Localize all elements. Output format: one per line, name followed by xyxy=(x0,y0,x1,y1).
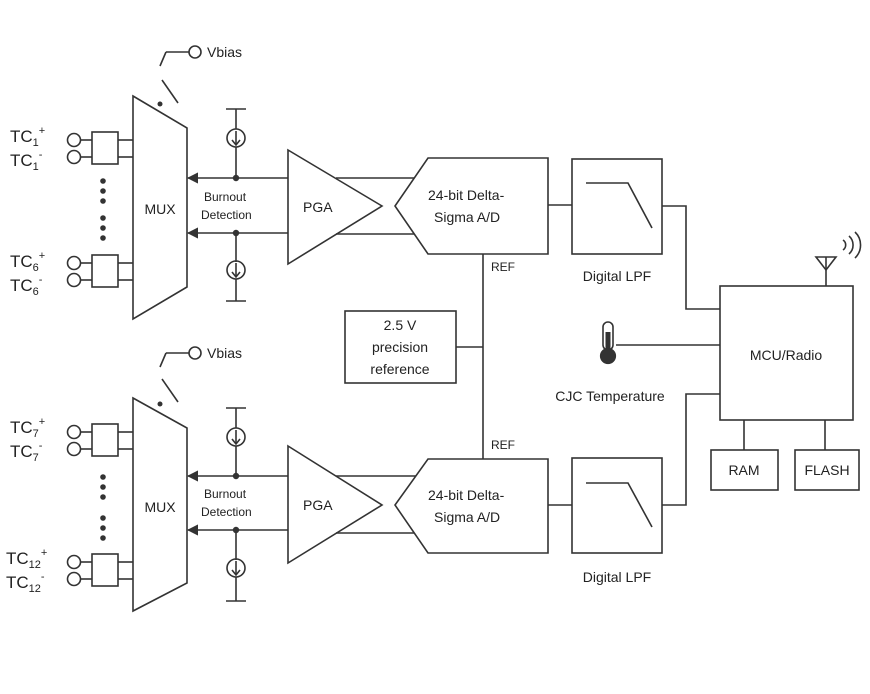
ref-label: REF xyxy=(491,438,515,452)
tc-input-connector xyxy=(66,131,133,165)
adc-label: Sigma A/D xyxy=(434,209,500,225)
mcu-radio-block xyxy=(719,285,854,421)
pga-block xyxy=(287,148,384,266)
tc-label: TC6+ xyxy=(10,250,45,274)
tc-label: TC6- xyxy=(10,274,43,298)
precision-reference-block xyxy=(344,310,457,384)
tc-label: TC7+ xyxy=(10,416,45,440)
lpf-label: Digital LPF xyxy=(583,569,651,585)
vbias-label: Vbias xyxy=(207,44,242,60)
flash-block xyxy=(794,449,860,491)
current-source-icon xyxy=(226,108,246,178)
pga-block xyxy=(287,444,384,565)
mcu-label: MCU/Radio xyxy=(750,347,823,363)
burnout-label: Detection xyxy=(201,505,252,519)
ram-block xyxy=(710,449,779,491)
ref-label: REF xyxy=(491,260,515,274)
reference-label: 2.5 V xyxy=(384,317,417,333)
lpf-label: Digital LPF xyxy=(583,268,651,284)
cjc-label: CJC Temperature xyxy=(555,388,665,404)
tc-label: TC7- xyxy=(10,440,43,464)
tc-label: TC1- xyxy=(10,149,43,173)
mux-block xyxy=(132,396,188,613)
thermometer-icon xyxy=(599,321,617,365)
tc-input-connector xyxy=(66,553,133,587)
ram-label: RAM xyxy=(728,462,759,478)
digital-lpf-block xyxy=(571,457,663,554)
radio-waves-icon xyxy=(842,231,862,259)
pga-label: PGA xyxy=(303,199,333,215)
adc-block xyxy=(394,458,549,554)
current-source-icon xyxy=(226,530,246,602)
tc-input-connector xyxy=(66,254,133,288)
lowpass-response-icon xyxy=(586,482,653,528)
channel-group-1: Vbias MUX TC1+ TC1 xyxy=(10,44,720,321)
current-source-icon xyxy=(226,233,246,302)
tc-label: TC12+ xyxy=(6,547,47,571)
tc-label: TC12- xyxy=(6,571,45,595)
reference-label: reference xyxy=(370,361,429,377)
flash-label: FLASH xyxy=(804,462,849,478)
adc-label: 24-bit Delta- xyxy=(428,187,505,203)
burnout-label: Burnout xyxy=(204,190,247,204)
lowpass-response-icon xyxy=(586,182,653,229)
switch-icon xyxy=(157,45,202,107)
mux-label: MUX xyxy=(144,201,176,217)
burnout-label: Detection xyxy=(201,208,252,222)
mux-label: MUX xyxy=(144,499,176,515)
channel-group-2: Vbias MUX TC7+ TC7- TC12+ TC12 xyxy=(6,345,720,613)
adc-label: 24-bit Delta- xyxy=(428,487,505,503)
antenna-icon xyxy=(814,256,838,286)
ellipsis-dots xyxy=(100,178,106,241)
mux-block xyxy=(132,94,188,321)
digital-lpf-block xyxy=(571,158,663,255)
pga-label: PGA xyxy=(303,497,333,513)
vbias-label: Vbias xyxy=(207,345,242,361)
current-source-icon xyxy=(226,407,246,476)
reference-label: precision xyxy=(372,339,428,355)
ellipsis-dots xyxy=(100,474,106,541)
tc-label: TC1+ xyxy=(10,125,45,149)
burnout-label: Burnout xyxy=(204,487,247,501)
adc-block xyxy=(394,157,549,255)
switch-icon xyxy=(157,346,202,407)
tc-input-connector xyxy=(66,423,133,457)
adc-label: Sigma A/D xyxy=(434,509,500,525)
